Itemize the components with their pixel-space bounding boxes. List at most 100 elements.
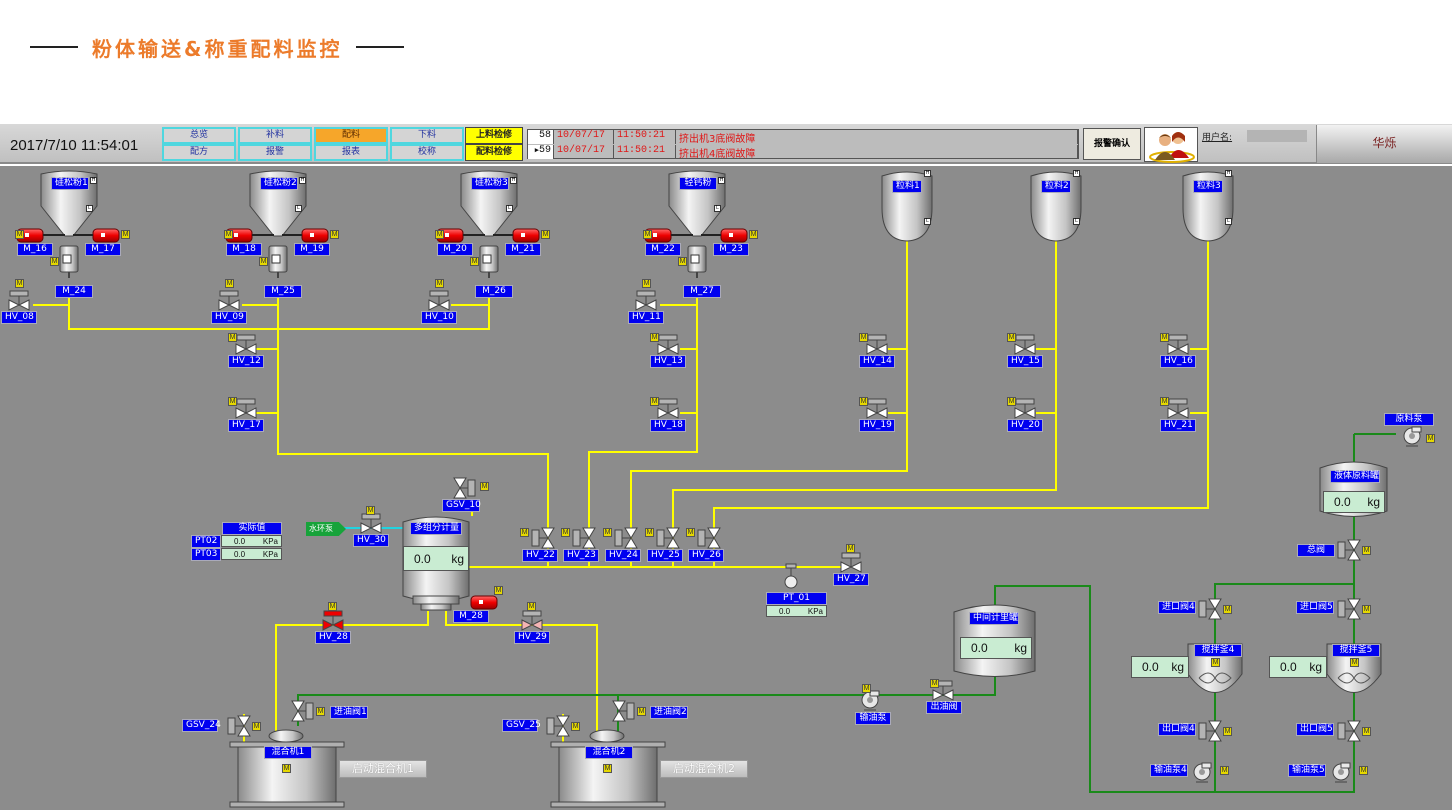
valve-icon[interactable] — [235, 398, 257, 419]
alarm-message: 挤出机3底阀故障 — [676, 130, 1078, 145]
valve-icon[interactable] — [656, 527, 680, 549]
start-mixer-1-button[interactable]: 启动混合机1 — [339, 760, 427, 778]
oil-inlet-valve-icon[interactable] — [612, 700, 635, 722]
manual-mode-icon: M — [650, 333, 659, 342]
manual-mode-icon: M — [15, 230, 24, 239]
motor-icon[interactable] — [470, 595, 498, 610]
inlet-valve-icon[interactable] — [1198, 598, 1222, 620]
motor-icon[interactable] — [512, 228, 540, 243]
mixer-1-oil-valve-label: 进油阀1 — [330, 706, 368, 719]
brand-button[interactable]: 华烁 — [1316, 125, 1452, 163]
motor-label: M_17 — [85, 243, 121, 256]
valve-icon[interactable] — [657, 398, 679, 419]
nav-report[interactable]: 报表 — [314, 144, 388, 161]
motor-label: M_16 — [17, 243, 53, 256]
nav-refill[interactable]: 补料 — [238, 127, 312, 144]
valve-label: HV_18 — [650, 419, 686, 432]
valve-label: HV_19 — [859, 419, 895, 432]
motor-icon[interactable] — [301, 228, 329, 243]
feeder-motor-icon[interactable] — [687, 245, 707, 278]
valve-icon[interactable] — [1167, 334, 1189, 355]
gsv-valve-icon[interactable] — [546, 715, 570, 737]
nav-batching[interactable]: 配料 — [314, 127, 388, 144]
outlet-valve-icon[interactable] — [1337, 720, 1361, 742]
low-level-icon: L — [1073, 218, 1080, 225]
outlet-valve-icon[interactable] — [1198, 720, 1222, 742]
valve-icon[interactable] — [1014, 334, 1036, 355]
valve-icon[interactable] — [235, 334, 257, 355]
alarm-ack-button[interactable]: 报警确认 — [1083, 128, 1141, 160]
valve-icon[interactable] — [322, 610, 344, 631]
valve-icon[interactable] — [360, 513, 382, 534]
valve-icon[interactable] — [614, 527, 638, 549]
manual-mode-icon: M — [1160, 333, 1169, 342]
feeder-motor-icon[interactable] — [59, 245, 79, 278]
nav-recipe[interactable]: 配方 — [162, 144, 236, 161]
nav-calibrate[interactable]: 校称 — [390, 144, 464, 161]
alarm-date: 10/07/17 — [554, 130, 614, 144]
manual-mode-icon: M — [859, 397, 868, 406]
valve-icon[interactable] — [657, 334, 679, 355]
oil-pump-icon[interactable] — [1193, 762, 1212, 783]
nav-overview[interactable]: 总览 — [162, 127, 236, 144]
alarm-list[interactable]: 58 10/07/17 11:50:21 挤出机3底阀故障 ▶59 10/07/… — [527, 129, 1079, 160]
valve-icon[interactable] — [1167, 398, 1189, 419]
outlet-valve-4-label: 出口阀4 — [1158, 723, 1196, 736]
valve-icon[interactable] — [218, 290, 240, 311]
valve-icon[interactable] — [572, 527, 596, 549]
inlet-valve-icon[interactable] — [1337, 598, 1361, 620]
manual-mode-icon: M — [366, 506, 375, 515]
oil-inlet-valve-icon[interactable] — [291, 700, 314, 722]
high-level-icon: H — [90, 177, 97, 184]
page-header: 粉体输送&称重配料监控 — [30, 32, 405, 62]
valve-icon[interactable] — [635, 290, 657, 311]
valve-icon[interactable] — [697, 527, 721, 549]
valve-icon[interactable] — [840, 552, 862, 573]
valve-icon[interactable] — [521, 610, 543, 631]
row-selected-icon: ▶ — [534, 147, 539, 155]
valve-icon[interactable] — [866, 398, 888, 419]
username-field[interactable] — [1247, 130, 1307, 142]
user-login-button[interactable] — [1144, 127, 1198, 163]
pt02-tag: PT02 — [191, 535, 221, 548]
liquid-tank-label: 液体原料罐 — [1330, 470, 1380, 483]
feed-maintenance-button[interactable]: 上料检修 — [465, 127, 523, 144]
manual-mode-icon: M — [1220, 766, 1229, 775]
motor-icon[interactable] — [92, 228, 120, 243]
batching-maintenance-button[interactable]: 配料检修 — [465, 144, 523, 161]
valve-icon[interactable] — [1014, 398, 1036, 419]
motor-icon[interactable] — [720, 228, 748, 243]
main-valve-icon[interactable] — [1337, 539, 1361, 561]
mid-tank-label: 中间计里罐 — [969, 612, 1019, 625]
raw-pump-icon[interactable] — [1403, 426, 1422, 447]
manual-mode-icon: M — [259, 257, 268, 266]
valve-icon[interactable] — [8, 290, 30, 311]
scale-tank-label: 多组分计量 — [410, 522, 462, 535]
valve-icon[interactable] — [531, 527, 555, 549]
manual-mode-icon: M — [228, 333, 237, 342]
oil-pump-icon[interactable] — [861, 690, 880, 711]
valve-label: HV_16 — [1160, 355, 1196, 368]
nav-alarm[interactable]: 报警 — [238, 144, 312, 161]
gsv-valve-icon[interactable] — [227, 715, 251, 737]
manual-mode-icon: M — [642, 279, 651, 288]
manual-mode-icon: M — [50, 257, 59, 266]
alarm-row[interactable]: ▶59 10/07/17 11:50:21 挤出机4底阀故障 — [528, 145, 1078, 160]
feeder-motor-icon[interactable] — [479, 245, 499, 278]
gsv-valve-icon[interactable] — [453, 477, 476, 499]
manual-mode-icon: M — [316, 707, 325, 716]
oil-pump-icon[interactable] — [1332, 762, 1351, 783]
motor-label: M_28 — [453, 610, 489, 623]
oil-pump-label: 输油泵 — [855, 712, 891, 725]
valve-icon[interactable] — [428, 290, 450, 311]
manual-mode-icon: M — [637, 707, 646, 716]
mixer-machine[interactable] — [229, 729, 345, 808]
feeder-motor-icon[interactable] — [268, 245, 288, 278]
start-mixer-2-button[interactable]: 启动混合机2 — [660, 760, 748, 778]
water-ring-pump[interactable]: 水环泵 — [306, 522, 346, 536]
alarm-row[interactable]: 58 10/07/17 11:50:21 挤出机3底阀故障 — [528, 130, 1078, 145]
valve-icon[interactable] — [866, 334, 888, 355]
nav-discharge[interactable]: 下料 — [390, 127, 464, 144]
valve-label: GSV_24 — [182, 719, 221, 732]
